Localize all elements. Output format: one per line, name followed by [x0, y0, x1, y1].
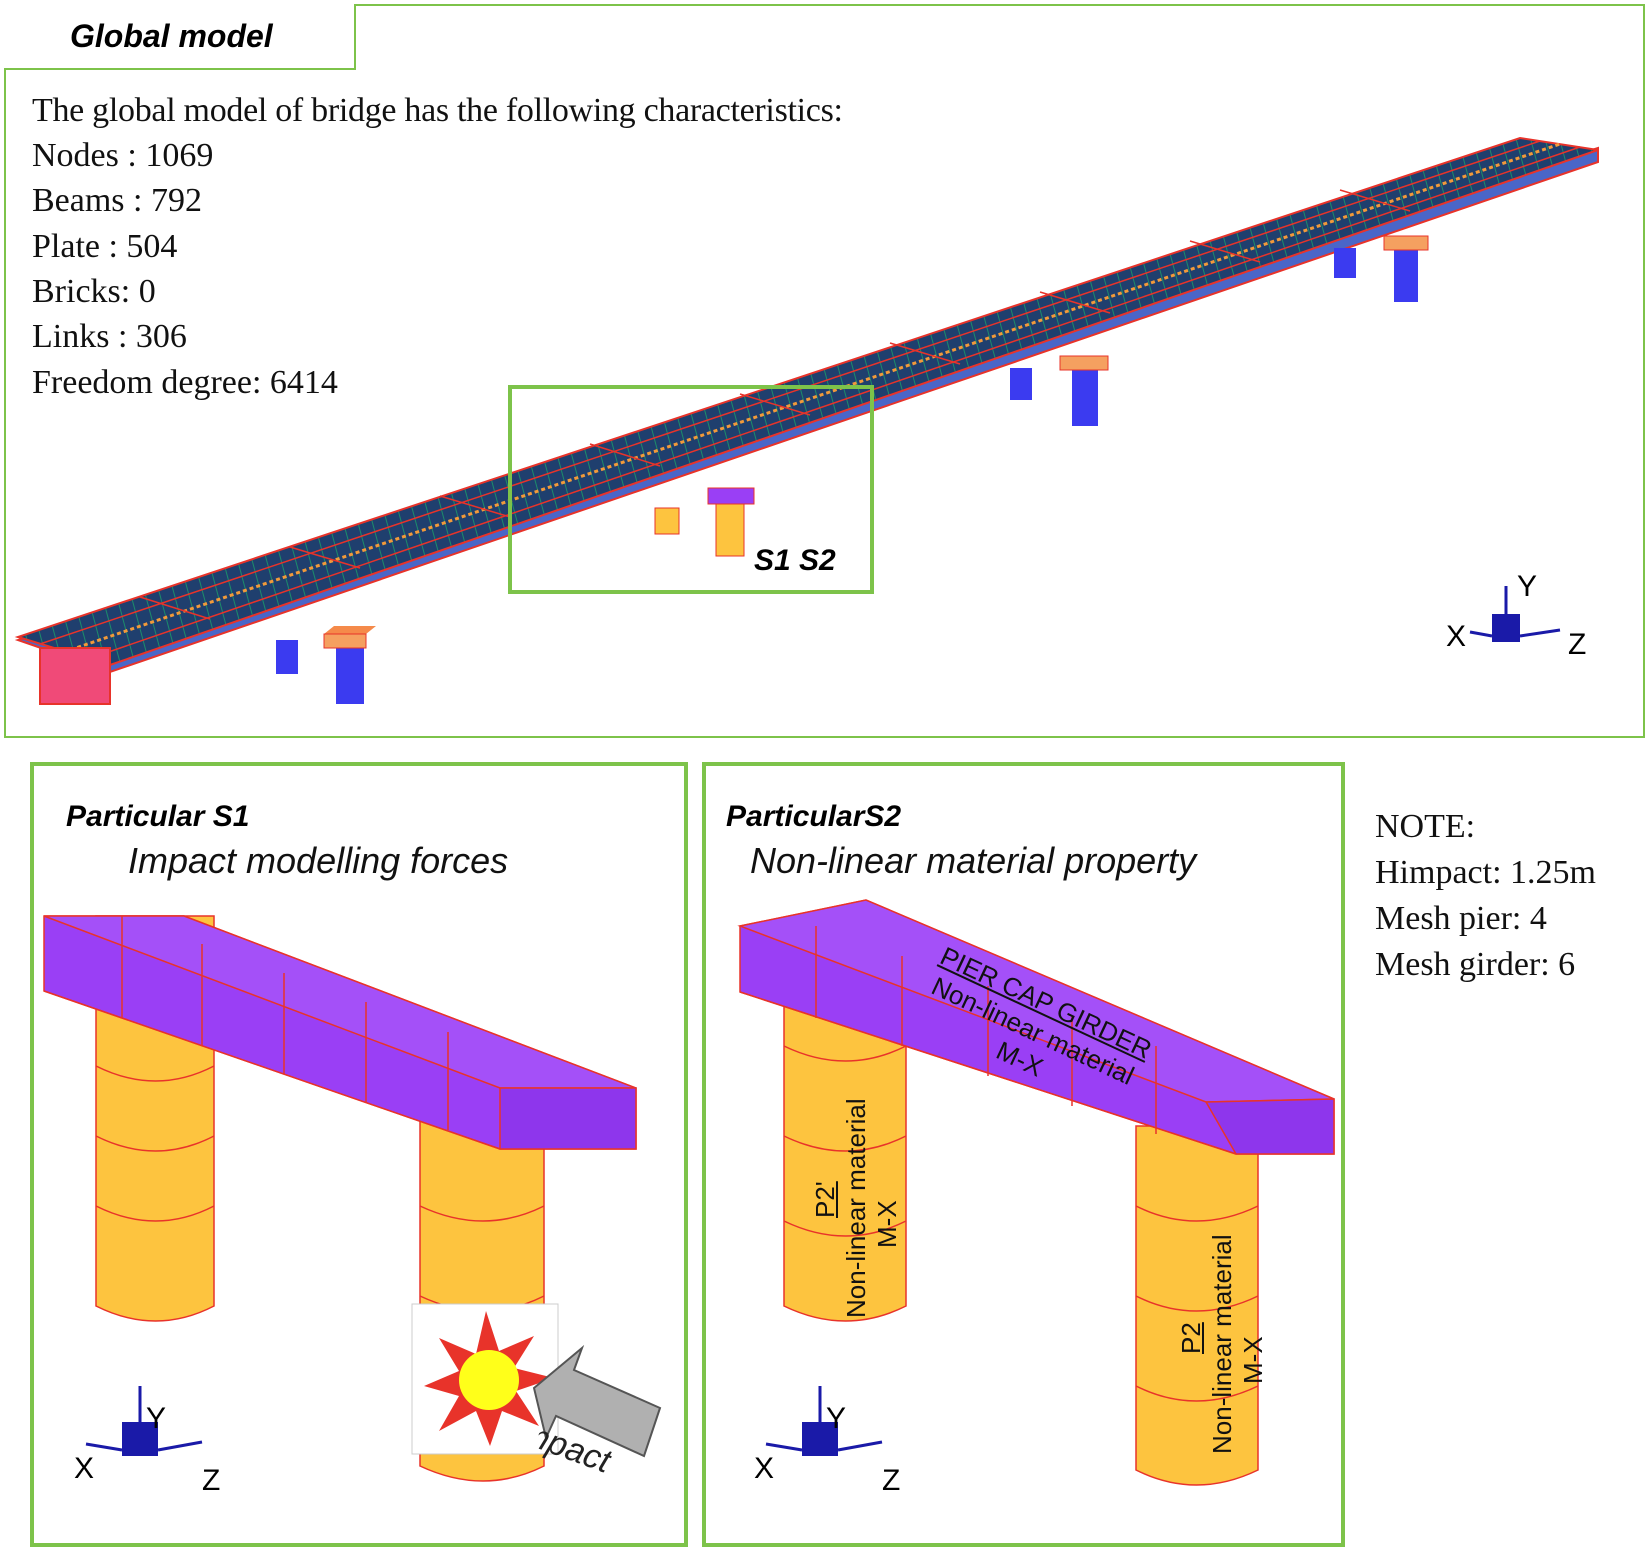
stats-links: Links : 306: [32, 318, 187, 355]
pier-group-mid-right: [1010, 355, 1109, 426]
stats-freedom-degree: Freedom degree: 6414: [32, 364, 338, 401]
deck-center-line: [63, 142, 1561, 654]
axis-triad-global: [1469, 586, 1561, 642]
stats-bricks: Bricks: 0: [32, 273, 156, 310]
note-heading: NOTE:: [1375, 808, 1476, 845]
s1-pier-render: [43, 915, 662, 1482]
axis-triad-s1: [85, 1386, 203, 1456]
axis-x-label: X: [1446, 620, 1467, 653]
s1-axis-x-label: X: [74, 1452, 95, 1485]
pier-left-mx: M-X: [872, 1200, 902, 1248]
bridge-global-render: [14, 136, 1599, 705]
note-mesh-girder: Mesh girder: 6: [1375, 946, 1576, 983]
pier-left-id: P2': [810, 1181, 840, 1218]
s2-axis-z-label: Z: [882, 1464, 901, 1497]
particular-s2-panel: [702, 762, 1345, 1547]
pier-left-material: Non-linear material: [841, 1098, 871, 1318]
pier-group-highlighted: [654, 487, 755, 557]
s1-axis-y-label: Y: [146, 1402, 167, 1435]
deck-beam-line: [39, 140, 1541, 645]
pier-right-id: P2: [1176, 1322, 1206, 1354]
axis-triad-s2: [765, 1386, 883, 1456]
global-model-title: Global model: [70, 18, 273, 54]
global-model-title-tab: Global model: [4, 4, 356, 70]
s1-cap-girder: [43, 915, 637, 1150]
particular-s1-subtitle: Impact modelling forces: [128, 840, 509, 881]
abutment-block: [39, 647, 111, 705]
s2-pier-right: [1135, 1125, 1259, 1486]
deck-cross-beams: [139, 189, 1411, 620]
global-model-panel: [4, 4, 1645, 738]
stats-nodes: Nodes : 1069: [32, 137, 214, 174]
stats-beams: Beams : 792: [32, 182, 202, 219]
zoom-box-s1-s2: [508, 385, 874, 594]
s2-axis-y-label: Y: [826, 1402, 847, 1435]
particular-s2-title: ParticularS2: [726, 800, 902, 833]
stats-intro: The global model of bridge has the follo…: [32, 92, 843, 129]
s2-axis-x-label: X: [754, 1452, 775, 1485]
axis-z-label: Z: [1568, 628, 1587, 661]
pier-right-label-group: P2 Non-linear material M-X: [1176, 1204, 1269, 1454]
note-mesh-pier: Mesh pier: 4: [1375, 900, 1547, 937]
pier-right-mx: M-X: [1238, 1336, 1268, 1384]
pier-group-far-right: [1334, 235, 1429, 302]
deck-beam-line: [87, 146, 1581, 660]
s1-axis-z-label: Z: [202, 1464, 221, 1497]
s2-pier-render: [737, 899, 1335, 1486]
pier-right-material: Non-linear material: [1207, 1234, 1237, 1454]
pier-left-label-group: P2' Non-linear material M-X: [810, 1068, 903, 1318]
axis-y-label: Y: [1517, 570, 1538, 603]
zoom-box-label: S1 S2: [754, 544, 836, 577]
stats-plate: Plate : 504: [32, 228, 178, 265]
particular-s2-subtitle: Non-linear material property: [750, 840, 1197, 881]
pier-group-left: [276, 626, 376, 704]
particular-s1-panel: [30, 762, 688, 1547]
s2-cap-girder: [737, 899, 1335, 1155]
note-himpact: Himpact: 1.25m: [1375, 854, 1596, 891]
impact-arrow: [532, 1344, 662, 1458]
s2-pier-left: [783, 955, 907, 1322]
deck-top-surface: [14, 136, 1599, 667]
impact-burst-icon: [411, 1303, 559, 1455]
particular-s1-title: Particular S1: [66, 800, 250, 833]
